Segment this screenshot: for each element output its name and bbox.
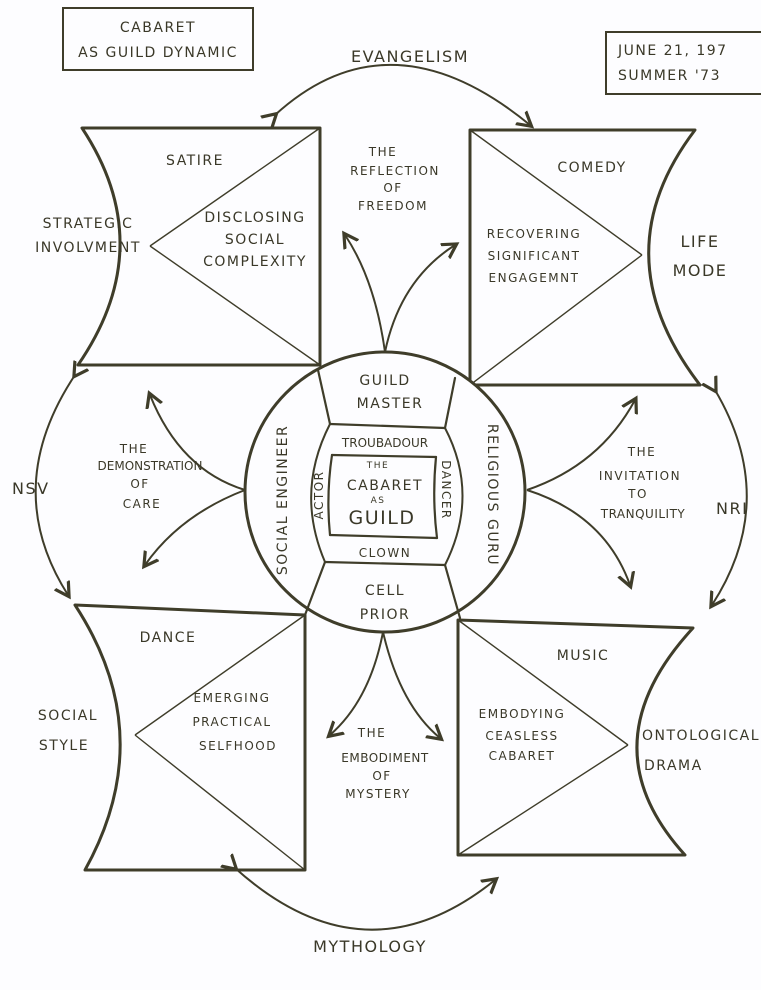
troubadour-label: TROUBADOUR [341,436,428,450]
panel-dance: DANCE SOCIAL STYLE EMERGING PRACTICAL SE… [38,603,307,872]
center-cabaret: CABARET [347,478,423,494]
religious-guru-label: RELIGIOUS GURU [484,424,500,566]
panel-music: MUSIC EMBODYING CEASLESS CABARET ONTOLOG… [456,618,760,857]
social-engineer-label: SOCIAL ENGINEER [275,425,291,575]
panel-comedy: COMEDY RECOVERING SIGNIFICANT ENGAGEMNT … [468,128,728,387]
care-2: DEMONSTRATION [98,459,203,473]
freedom-3: OF [383,181,402,195]
comedy-title: COMEDY [557,160,626,176]
comedy-inner-3: ENGAGEMNT [489,271,580,285]
tranquility-3: TO [627,487,648,501]
satire-inner-2: SOCIAL [225,232,285,248]
care-arrow-down [145,489,246,565]
tranquility-4: TRANQUILITY [600,507,686,521]
care-1: THE [119,442,148,456]
comedy-inner-1: RECOVERING [487,227,581,241]
dance-inner-1: EMERGING [194,691,271,705]
mystery-1: THE [357,726,386,740]
care-4: CARE [123,497,162,511]
music-inner-2: CEASLESS [485,729,558,743]
cell-prior-2: PRIOR [360,607,411,623]
cell-prior-1: CELL [365,583,405,599]
satire-title: SATIRE [166,153,224,169]
center-as: AS [371,496,386,506]
date-line-1: JUNE 21, 197 [617,43,728,59]
tranquility-2: INVITATION [599,469,681,483]
satire-side-2: INVOLVMENT [35,240,141,256]
comedy-side-2: MODE [673,261,728,280]
dance-side-2: STYLE [39,738,89,754]
mystery-3: OF [372,769,391,783]
dancer-label: DANCER [439,460,453,520]
mythology-arrow [235,868,495,931]
dance-inner-3: SELFHOOD [199,739,277,753]
satire-inner-1: DISCLOSING [204,210,305,226]
comedy-side-1: LIFE [681,232,720,251]
freedom-arrow-right [384,245,455,353]
date-box: JUNE 21, 197 SUMMER '73 [605,31,761,95]
title-line-2: AS GUILD DYNAMIC [78,45,238,61]
center-guild: GUILD [349,507,416,529]
music-side-2: DRAMA [644,758,703,774]
mystery-arrow-left [330,631,384,735]
nsv-arrow [34,375,75,595]
freedom-arrow-left [345,235,386,353]
tranquility-1: THE [627,445,656,459]
comedy-inner-2: SIGNIFICANT [488,249,581,263]
mystery-2: EMBODIMENT [341,751,429,765]
guild-circle: GUILD MASTER TROUBADOUR THE CABARET AS G… [243,350,527,634]
tranquility-arrow-up [526,400,635,491]
mythology-label: MYTHOLOGY [313,937,427,956]
dance-side-1: SOCIAL [38,708,98,724]
mystery-4: MYSTERY [345,787,411,801]
guild-master-1: GUILD [359,373,410,389]
nri-arrow [712,390,748,605]
title-line-1: CABARET [120,20,196,36]
title-box: CABARET AS GUILD DYNAMIC [62,7,254,71]
music-title: MUSIC [557,648,610,664]
music-inner-3: CABARET [489,749,556,763]
clown-label: CLOWN [359,546,411,560]
care-arrow-up [150,395,246,491]
mystery-arrow-right [382,631,440,738]
date-line-2: SUMMER '73 [618,68,721,84]
satire-inner-3: COMPLEXITY [203,254,307,270]
freedom-2: REFLECTION [350,164,440,178]
guild-master-2: MASTER [357,396,424,412]
evangelism-arrow [275,64,530,125]
satire-side-1: STRATEGIC [43,216,134,232]
dance-inner-2: PRACTICAL [192,715,271,729]
music-side-1: ONTOLOGICAL [642,728,760,744]
dance-title: DANCE [140,630,197,646]
nri-label: NRI [716,499,748,518]
freedom-4: FREEDOM [358,199,428,213]
panel-satire: SATIRE STRATEGIC INVOLVMENT DISCLOSING S… [35,126,322,367]
center-the: THE [366,461,389,471]
nsv-label: NSV [12,479,50,498]
evangelism-label: EVANGELISM [351,47,469,66]
tranquility-arrow-down [526,489,630,585]
care-3: OF [130,477,149,491]
music-inner-1: EMBODYING [479,707,566,721]
freedom-1: THE [368,145,397,159]
actor-label: ACTOR [312,471,326,520]
